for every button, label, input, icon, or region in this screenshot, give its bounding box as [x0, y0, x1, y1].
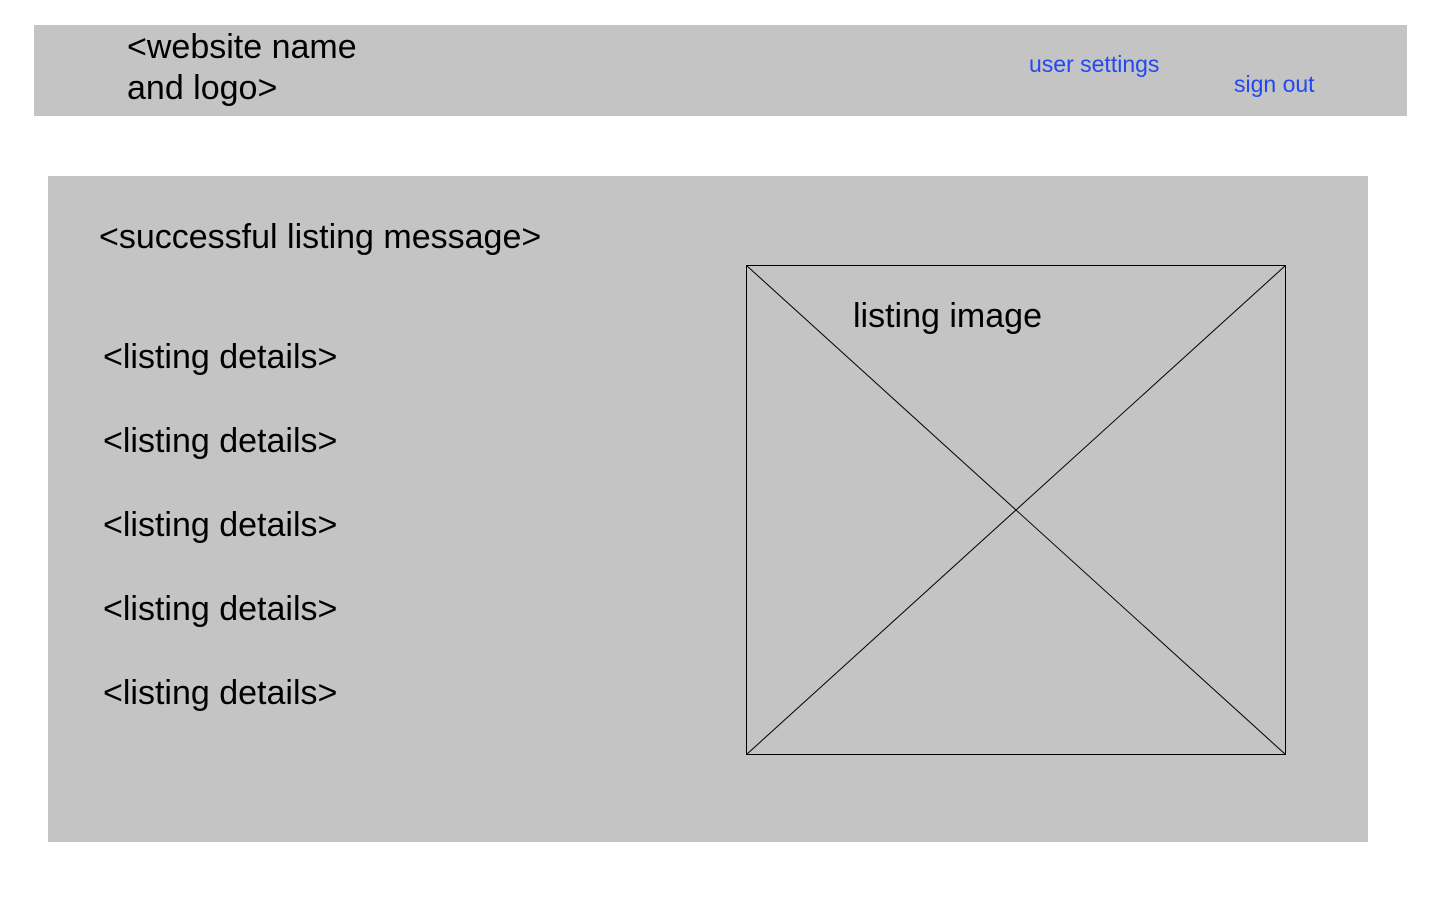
sign-out-link[interactable]: sign out	[1234, 71, 1315, 97]
user-settings-link[interactable]: user settings	[1029, 51, 1160, 77]
listing-detail-item: <listing details>	[103, 338, 338, 376]
image-placeholder-icon	[746, 265, 1286, 755]
listing-detail-item: <listing details>	[103, 422, 338, 460]
listing-image-label: listing image	[853, 297, 1042, 335]
listing-confirmation-panel: <successful listing message> <listing de…	[48, 176, 1368, 842]
site-name-logo[interactable]: <website name and logo>	[127, 28, 357, 107]
listing-details-list: <listing details> <listing details> <lis…	[103, 336, 337, 756]
listing-detail-item: <listing details>	[103, 674, 338, 712]
listing-image-placeholder: listing image	[746, 265, 1286, 755]
success-message: <successful listing message>	[99, 218, 542, 256]
listing-detail-item: <listing details>	[103, 506, 338, 544]
listing-detail-item: <listing details>	[103, 590, 338, 628]
site-header: <website name and logo> user settings si…	[34, 25, 1407, 116]
